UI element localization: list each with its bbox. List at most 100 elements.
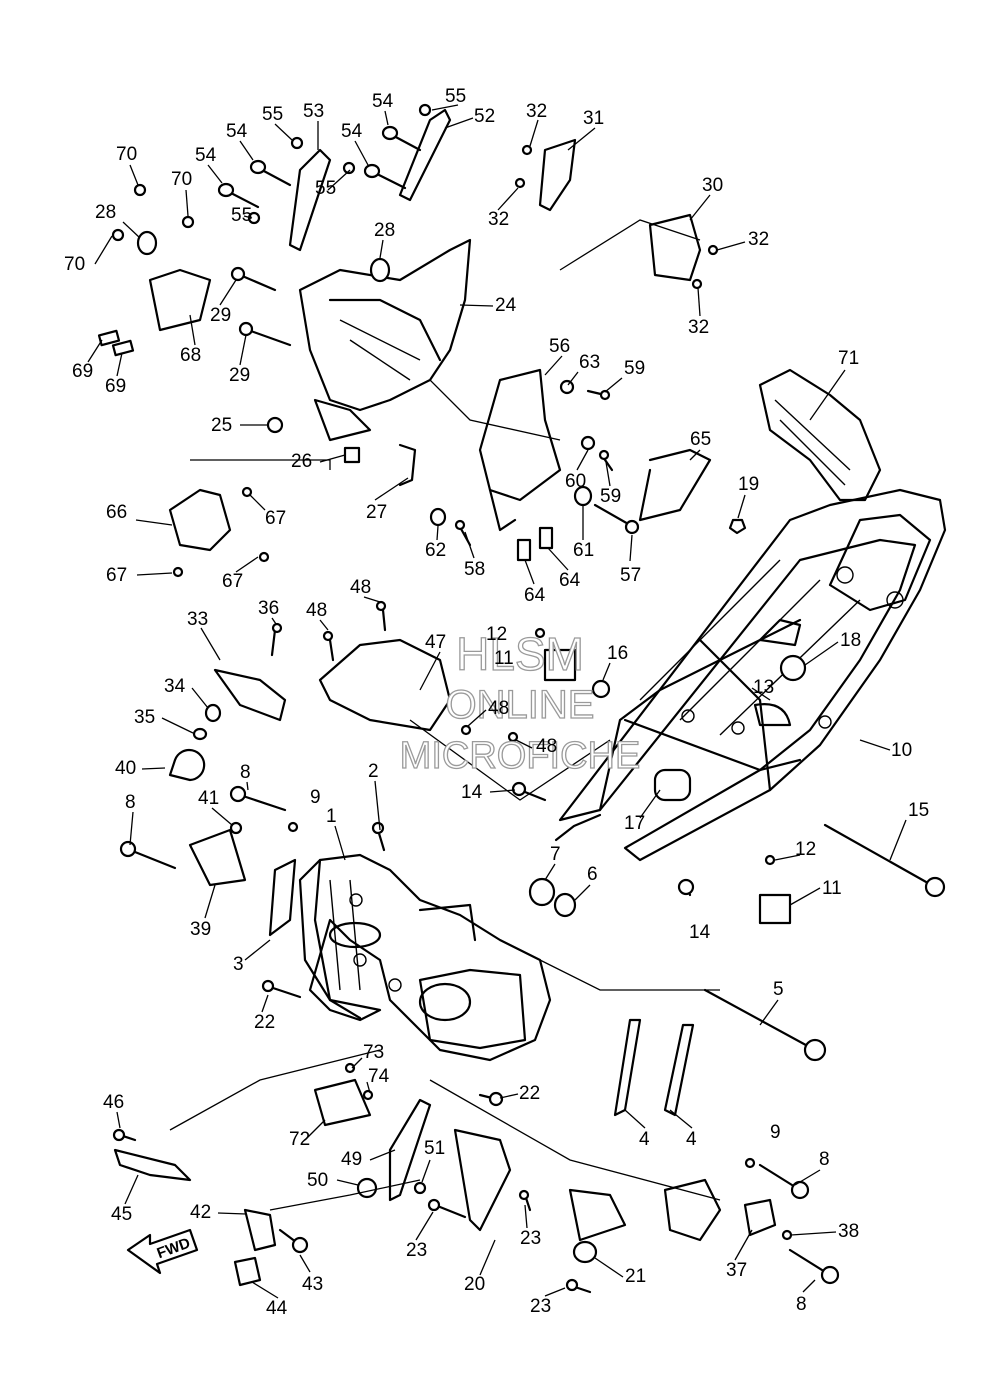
callout-label: 16 (607, 643, 628, 664)
callout-label: 67 (222, 571, 243, 592)
callout-label: 32 (526, 101, 547, 122)
callout-label: 30 (702, 175, 723, 196)
callout-label: 48 (306, 600, 327, 621)
fwd-arrow: FWD (126, 1228, 199, 1275)
watermark-line2: ONLINE (446, 683, 595, 727)
callout-label: 14 (689, 922, 711, 943)
nut-16 (591, 679, 611, 699)
rod-27 (398, 443, 417, 487)
bracket-49 (388, 1098, 432, 1202)
bracket-31 (538, 138, 577, 212)
callout-label: 71 (838, 348, 859, 369)
callout-label: 39 (190, 919, 211, 940)
callout-label: 3 (233, 954, 244, 975)
bracket-45 (113, 1148, 192, 1182)
callout-label: 34 (164, 676, 186, 697)
callout-label: 1 (326, 806, 337, 827)
callout-label: 55 (231, 205, 252, 226)
callout-label: 44 (266, 1298, 288, 1319)
clamp-50 (356, 1177, 378, 1199)
callout-label: 4 (686, 1129, 697, 1150)
damper-28b (369, 257, 391, 283)
strap-4a (613, 1018, 642, 1117)
callout-label: 45 (111, 1204, 132, 1225)
callout-label: 43 (302, 1274, 323, 1295)
nut-19 (728, 518, 747, 535)
callout-label: 8 (819, 1149, 830, 1170)
callout-label: 51 (424, 1138, 445, 1159)
collar-21 (572, 1240, 598, 1264)
callout-label: 5 (773, 979, 784, 1000)
callout-label: 35 (134, 707, 155, 728)
callout-leaders (87, 104, 907, 1299)
callout-label: 48 (350, 577, 371, 598)
callout-label: 65 (690, 429, 711, 450)
callout-label: 21 (625, 1266, 646, 1287)
callout-label: 23 (406, 1240, 427, 1261)
callout-label: 42 (190, 1202, 211, 1223)
bracket-33 (213, 668, 287, 722)
plate-3 (268, 858, 297, 937)
bolt-5 (703, 988, 817, 1052)
callout-label: 55 (315, 178, 336, 199)
callout-label: 56 (549, 336, 570, 357)
watermark-line1: HLSM (456, 628, 584, 680)
callout-label: 69 (105, 376, 126, 397)
washer-6 (553, 892, 577, 918)
collar-17 (653, 768, 692, 802)
bolt-29a (238, 273, 277, 292)
callout-label: 66 (106, 502, 127, 523)
callout-label: 8 (240, 762, 251, 783)
callout-label: 36 (258, 598, 279, 619)
watermark: HLSM ONLINE MICROFICHE (399, 627, 641, 777)
plate-72 (313, 1078, 372, 1127)
bracket-47 (318, 638, 452, 732)
callout-label: 11 (822, 878, 842, 899)
callout-label: 63 (579, 352, 600, 373)
clip-69b (111, 339, 135, 357)
callout-label: 55 (262, 104, 283, 125)
bracket-39 (188, 828, 247, 887)
callout-label: 67 (265, 508, 286, 529)
plate-13 (753, 703, 792, 727)
callout-label: 8 (796, 1294, 807, 1315)
callout-label: 48 (536, 736, 557, 757)
clamp-40 (168, 748, 206, 782)
callout-label: 72 (289, 1129, 310, 1150)
callout-label: 47 (425, 632, 446, 653)
callout-label: 62 (425, 540, 446, 561)
callout-label: 25 (211, 415, 232, 436)
callout-label: 23 (520, 1228, 541, 1249)
callout-label: 70 (171, 169, 192, 190)
rear-cover (758, 368, 882, 502)
bracket-lower (663, 1178, 722, 1242)
callout-label: 52 (474, 106, 495, 127)
damper-28a (136, 230, 158, 256)
callout-label: 28 (95, 202, 116, 223)
callout-label: 7 (550, 844, 561, 865)
clip-26 (343, 446, 361, 464)
callout-label: 24 (495, 295, 517, 316)
callout-label: 29 (229, 365, 250, 386)
callout-label: 33 (187, 609, 208, 630)
callout-label: 12 (486, 624, 507, 645)
callout-label: 68 (180, 345, 201, 366)
callout-label: 50 (307, 1170, 328, 1191)
callout-label: 46 (103, 1092, 124, 1113)
rubber-11b (758, 893, 792, 925)
callout-label: 10 (891, 740, 912, 761)
callout-label: 22 (254, 1012, 275, 1033)
bolts-upper (217, 103, 432, 225)
callout-label: 69 (72, 361, 93, 382)
bracket-21-area (568, 1188, 627, 1242)
bracket-20 (453, 1128, 512, 1232)
callout-label: 26 (291, 451, 312, 472)
callout-label: 54 (372, 91, 394, 112)
callout-label: 4 (639, 1129, 650, 1150)
callout-label: 73 (363, 1042, 384, 1063)
bracket-37 (743, 1198, 777, 1237)
callout-label: 9 (770, 1122, 781, 1143)
bracket-53 (288, 148, 332, 252)
callout-label: 64 (524, 585, 546, 606)
callout-label: 41 (198, 788, 219, 809)
